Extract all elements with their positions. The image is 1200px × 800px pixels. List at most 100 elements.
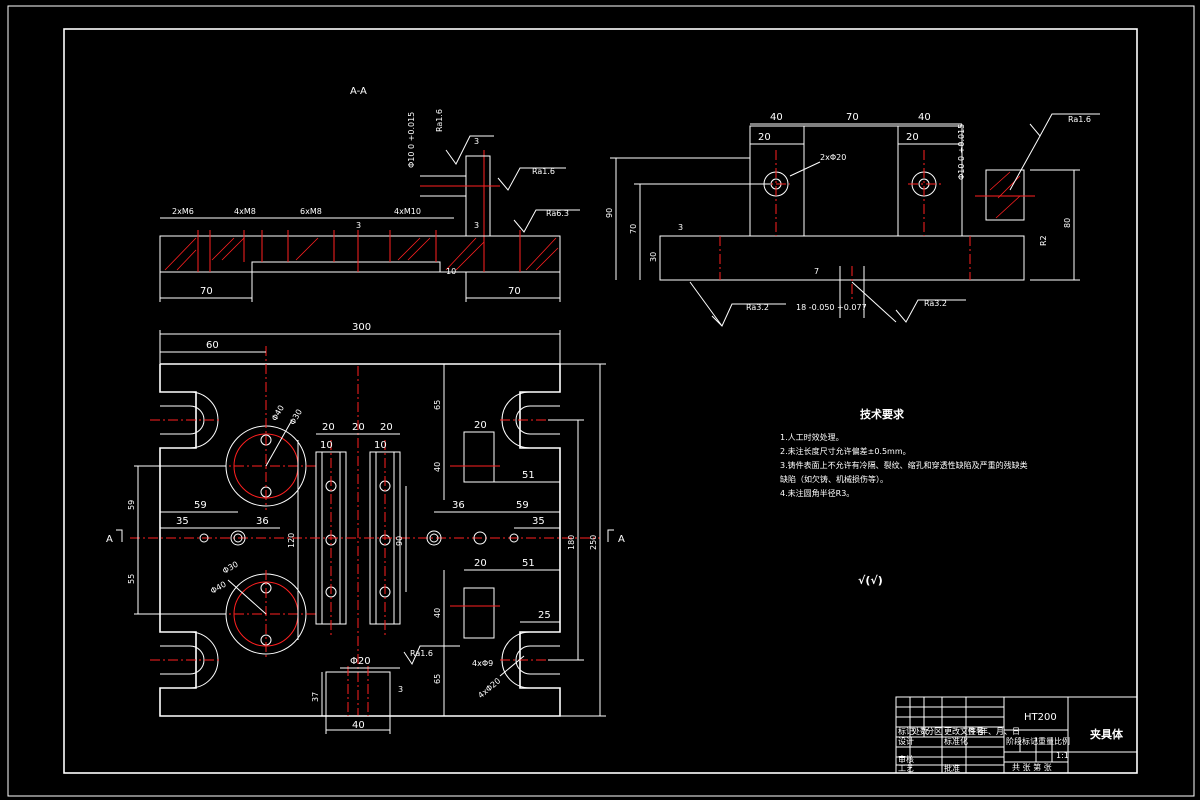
plan-dim-250: 250 [589, 535, 598, 550]
tech-item-2: 2.未注长度尺寸允许偏差±0.5mm。 [780, 446, 911, 456]
tb-cell-docno: 更改文件号 [944, 726, 984, 736]
side-bore-label: 2xΦ20 [820, 153, 846, 162]
tb-cell-date: 年、月、日 [980, 726, 1020, 736]
plan-dim-35b: 35 [532, 516, 545, 527]
ra16-vert: Ra1.6 [435, 109, 444, 132]
plan-phi30b: Φ30 [221, 560, 240, 576]
plan-dim-300: 300 [352, 322, 371, 333]
tb-cell-ratio: 比例 [1054, 736, 1070, 746]
plan-dim-10b: 10 [374, 440, 387, 451]
side-dim-3: 3 [678, 223, 683, 232]
side-upright [749, 125, 963, 237]
section-mark-left: A [106, 534, 113, 545]
side-cap [985, 169, 1025, 221]
plan-dim-37: 37 [311, 692, 320, 702]
plan-roughness: Ra1.6 [410, 649, 433, 658]
side-dim-70h: 70 [629, 224, 638, 234]
tb-cell-zone: 分区 [926, 727, 942, 736]
plan-dim-36a: 36 [256, 516, 269, 527]
side-ra16: Ra1.6 [1068, 115, 1091, 124]
thread-label-6xm8: 6xM8 [300, 207, 322, 216]
tb-cell-review: 审核 [898, 754, 914, 764]
tb-cell-sign: 签名 [968, 726, 984, 736]
tb-cell-design: 设计 [898, 736, 914, 746]
side-bottom-tol: 18 -0.050 +0.077 [796, 303, 867, 312]
section-hatching [164, 237, 559, 271]
tb-cell-stage: 阶段标记 [1006, 736, 1038, 746]
plan-dim-180: 180 [567, 535, 576, 550]
plan-slot-lower [463, 587, 495, 639]
plan-dim-65b: 65 [433, 674, 442, 684]
plan-dim-55: 55 [127, 574, 136, 584]
side-dim-40b: 40 [918, 112, 931, 123]
tb-scale: 1:1 [1056, 751, 1069, 760]
thread-label-4xm10: 4xM10 [394, 207, 421, 216]
tb-cell-std: 标准化 [944, 736, 968, 746]
plan-dim-59b: 59 [516, 500, 529, 511]
side-ra32b: Ra3.2 [924, 299, 947, 308]
plan-dim-20b: 20 [352, 422, 365, 433]
tb-cell-approve: 批准 [944, 763, 960, 773]
tech-item-5: 4.未注圆角半径R3。 [780, 488, 854, 498]
tb-material: HT200 [1024, 712, 1057, 723]
section-body [159, 235, 561, 273]
plan-dim-20a: 20 [322, 422, 335, 433]
plan-dim-20c: 20 [380, 422, 393, 433]
tb-part-name: 夹具体 [1090, 727, 1124, 741]
tech-title: 技术要求 [860, 407, 905, 421]
plan-slot-upper [463, 431, 495, 483]
plan-phi40b: Φ40 [209, 580, 228, 596]
thread-label-4xm8: 4xM8 [234, 207, 256, 216]
section-mark-right: A [618, 534, 625, 545]
plan-dim-90: 90 [395, 536, 404, 546]
tb-cell-weight: 重量 [1038, 736, 1054, 746]
plan-dim-59v: 59 [127, 500, 136, 510]
side-view: 40 70 40 20 20 2xΦ20 90 70 30 3 80 R2 Φ1… [605, 112, 1100, 327]
side-dim-40a: 40 [770, 112, 783, 123]
dim-3b: 3 [356, 221, 361, 230]
plan-dim-10a: 10 [320, 440, 333, 451]
plan-dim-25: 25 [538, 610, 551, 621]
plan-dim-59a: 59 [194, 500, 207, 511]
tb-cell-count: 处数 [912, 726, 928, 736]
plan-dim-40r: 40 [433, 462, 442, 472]
plan-dim-51a: 51 [522, 470, 535, 481]
ra16-label: Ra1.6 [532, 167, 555, 176]
plan-phi40a: Φ40 [270, 404, 286, 423]
roughness-note: √(√) [858, 574, 883, 587]
plan-bottom-notch [325, 671, 391, 717]
side-dim-70: 70 [846, 112, 859, 123]
side-ra32a: Ra3.2 [746, 303, 769, 312]
dim-70-right: 70 [508, 286, 521, 297]
sheet-inner-border [63, 28, 1138, 774]
plan-dim-120: 120 [287, 533, 296, 548]
side-tol-label: Φ10 0 +0.015 [957, 124, 966, 180]
side-dim-20a: 20 [758, 132, 771, 143]
plan-dim-36b: 36 [452, 500, 465, 511]
plan-hole-label: 4xΦ9 [472, 659, 493, 668]
plan-phi30a: Φ30 [288, 408, 304, 427]
plan-cb-label: 4xΦ20 [476, 676, 502, 700]
dim-70-left: 70 [200, 286, 213, 297]
tech-item-4: 缺陷（如欠铸、机械损伤等）。 [780, 474, 888, 484]
plan-dim-20d: 20 [474, 558, 487, 569]
sheet-outer-border [7, 5, 1195, 797]
tb-cell-sheets: 共 张 第 张 [1012, 762, 1052, 772]
dim-3a: 3 [474, 137, 479, 146]
tech-requirements: 技术要求 1.人工时效处理。 2.未注长度尺寸允许偏差±0.5mm。 3.铸件表… [780, 407, 1028, 587]
tech-item-3: 3.铸件表面上不允许有冷隔、裂纹、缩孔和穿透性缺陷及严重的残缺类 [780, 460, 1028, 470]
section-step [251, 261, 441, 272]
dim-10: 10 [446, 267, 456, 276]
section-hole-centerlines [197, 150, 521, 272]
plan-dim-20r: 20 [474, 420, 487, 431]
thread-label-2xm6: 2xM6 [172, 207, 194, 216]
plan-dim-65a: 65 [433, 400, 442, 410]
plan-view: 300 60 Φ40 Φ30 20 20 20 10 10 65 20 40 5… [106, 322, 625, 734]
side-dim-90: 90 [605, 208, 614, 218]
dim-3c: 3 [474, 221, 479, 230]
tech-item-1: 1.人工时效处理。 [780, 432, 844, 442]
section-label: A-A [350, 86, 367, 97]
ra63-label: Ra6.3 [546, 209, 569, 218]
bore-tol: Φ10 0 +0.015 [407, 112, 416, 168]
